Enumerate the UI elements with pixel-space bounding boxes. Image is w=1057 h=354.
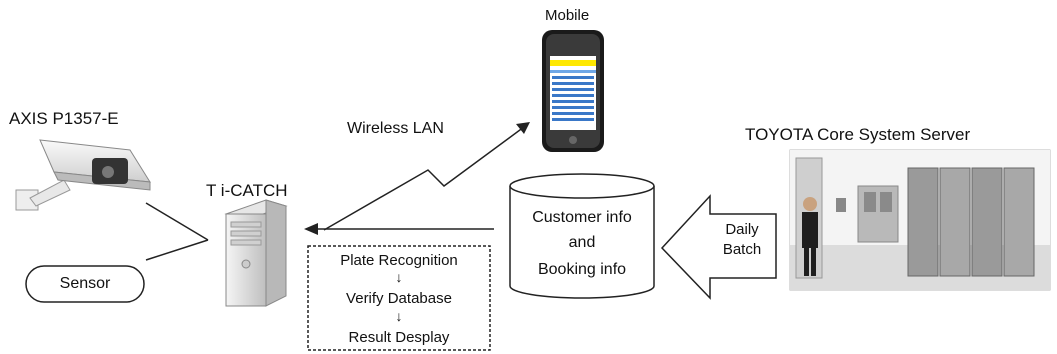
- core-system-label: TOYOTA Core System Server: [745, 125, 971, 144]
- smartphone-icon: [542, 30, 604, 152]
- security-camera-icon: [15, 139, 151, 211]
- database-line-1: Customer info: [532, 209, 632, 226]
- database-cylinder-icon: [509, 173, 655, 299]
- camera-link-line: [145, 202, 209, 241]
- daily-batch-arrow: [660, 194, 777, 300]
- database-line-2: and: [568, 234, 596, 251]
- process-step-3: Result Desplay: [348, 329, 450, 346]
- data-flow-arrowhead: [304, 223, 318, 235]
- process-arrow-1: ↓: [395, 269, 403, 285]
- process-box: [307, 245, 491, 351]
- batch-line-2: Batch: [722, 241, 762, 258]
- wireless-label: Wireless LAN: [347, 120, 444, 137]
- process-arrow-2: ↓: [395, 308, 403, 324]
- camera-label: AXIS P1357-E: [9, 109, 119, 128]
- sensor-node: [25, 265, 145, 303]
- server-room-icon: [789, 149, 1051, 291]
- database-line-3: Booking info: [537, 261, 627, 278]
- tower-pc-icon: [224, 199, 288, 307]
- server-label: T i-CATCH: [206, 181, 288, 200]
- process-step-2: Verify Database: [346, 290, 452, 307]
- wireless-arrowhead: [516, 122, 530, 134]
- wireless-link-line: [323, 123, 529, 231]
- sensor-link-line: [145, 239, 209, 261]
- process-step-1: Plate Recognition: [340, 252, 458, 269]
- mobile-label: Mobile: [545, 7, 590, 24]
- sensor-label: Sensor: [59, 275, 111, 292]
- batch-line-1: Daily: [725, 221, 759, 238]
